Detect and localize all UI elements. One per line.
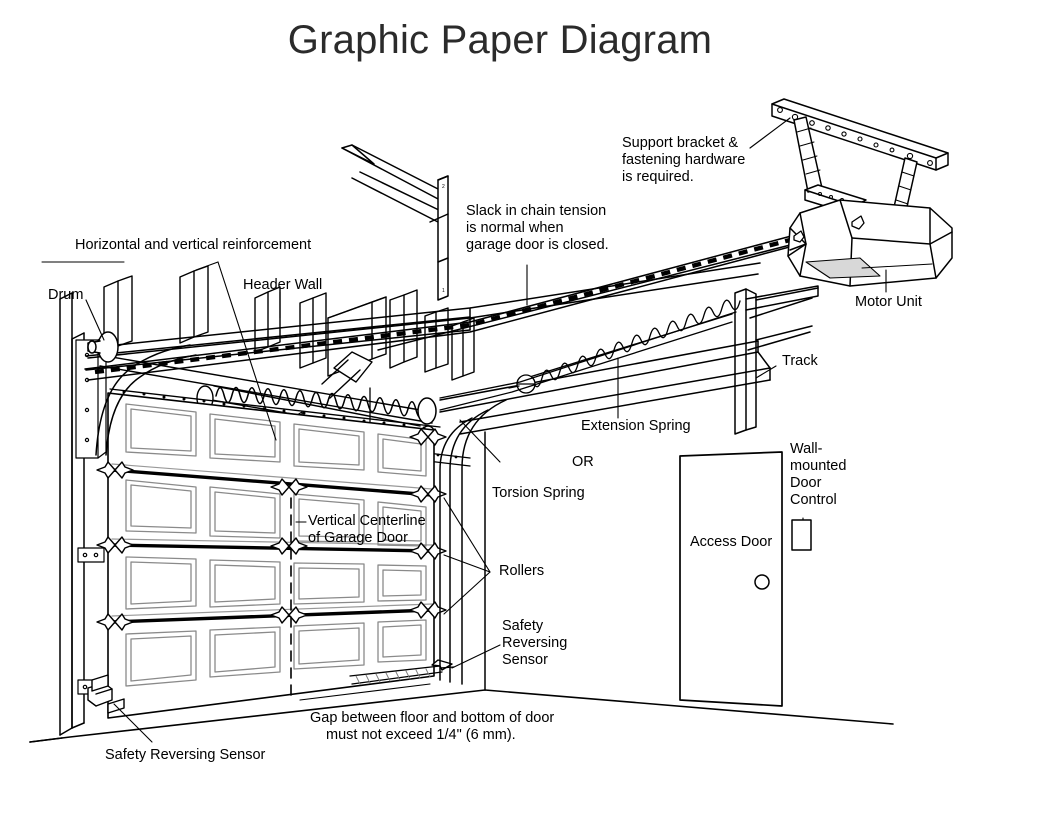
- label-header-wall: Header Wall: [243, 277, 323, 293]
- label-wall-control-3: Door: [790, 475, 822, 491]
- label-slack-chain-1: Slack in chain tension: [466, 203, 607, 219]
- label-drum: Drum: [48, 287, 84, 303]
- label-wall-control-1: Wall-: [790, 441, 823, 457]
- cable-drum: [87, 331, 119, 363]
- label-track: Track: [782, 353, 818, 369]
- torsion-shaft: [99, 354, 433, 424]
- cable-drum-right: [417, 397, 437, 425]
- label-slack-chain-2: is normal when: [466, 220, 564, 236]
- vertical-track-right: [439, 399, 507, 685]
- extension-spring-cables: [439, 311, 737, 411]
- opener-rail: [84, 234, 799, 381]
- page-title: Graphic Paper Diagram: [287, 18, 713, 62]
- label-centerline-1: Vertical Centerline: [308, 513, 426, 529]
- label-wall-control-2: mounted: [790, 458, 847, 474]
- garage-door-face: [107, 392, 435, 719]
- wall-control-unit: [791, 519, 812, 551]
- svg-text:1: 1: [442, 288, 445, 294]
- label-gap-note-2: must not exceed 1/4" (6 mm).: [326, 727, 516, 743]
- horizontal-track-right: [439, 340, 771, 435]
- label-motor-unit: Motor Unit: [855, 294, 922, 310]
- label-access-door: Access Door: [690, 534, 773, 550]
- access-door: [679, 451, 783, 707]
- label-support-bracket-1: Support bracket &: [622, 135, 739, 151]
- label-torsion-spring: Torsion Spring: [492, 485, 585, 501]
- floor-lines: [29, 689, 894, 743]
- curved-track-left: [95, 344, 197, 456]
- label-rollers: Rollers: [499, 563, 545, 579]
- label-slack-chain-3: garage door is closed.: [466, 237, 609, 253]
- label-support-bracket-3: is required.: [622, 169, 694, 185]
- header-bracket: 2 1: [341, 144, 449, 301]
- drive-chain: [94, 237, 791, 375]
- label-gap-note-1: Gap between floor and bottom of door: [310, 710, 555, 726]
- label-extension-spring: Extension Spring: [581, 418, 691, 434]
- label-wall-control-4: Control: [790, 492, 837, 508]
- label-or: OR: [572, 454, 594, 470]
- motor-unit: [771, 98, 953, 287]
- label-safety-sensor-right-2: Reversing: [502, 635, 568, 651]
- svg-text:2: 2: [442, 184, 445, 190]
- label-safety-sensor-right-3: Sensor: [502, 652, 548, 668]
- label-reinforcement: Horizontal and vertical reinforcement: [75, 237, 312, 253]
- door-section-rails: [111, 463, 433, 617]
- leader-lines: [41, 117, 887, 743]
- label-support-bracket-2: fastening hardware: [622, 152, 746, 168]
- left-track-plate: [75, 334, 107, 695]
- label-safety-sensor-right-1: Safety: [502, 618, 544, 634]
- door-panels: [125, 403, 427, 687]
- label-centerline-2: of Garage Door: [308, 530, 408, 546]
- label-safety-sensor-bottom: Safety Reversing Sensor: [105, 747, 266, 763]
